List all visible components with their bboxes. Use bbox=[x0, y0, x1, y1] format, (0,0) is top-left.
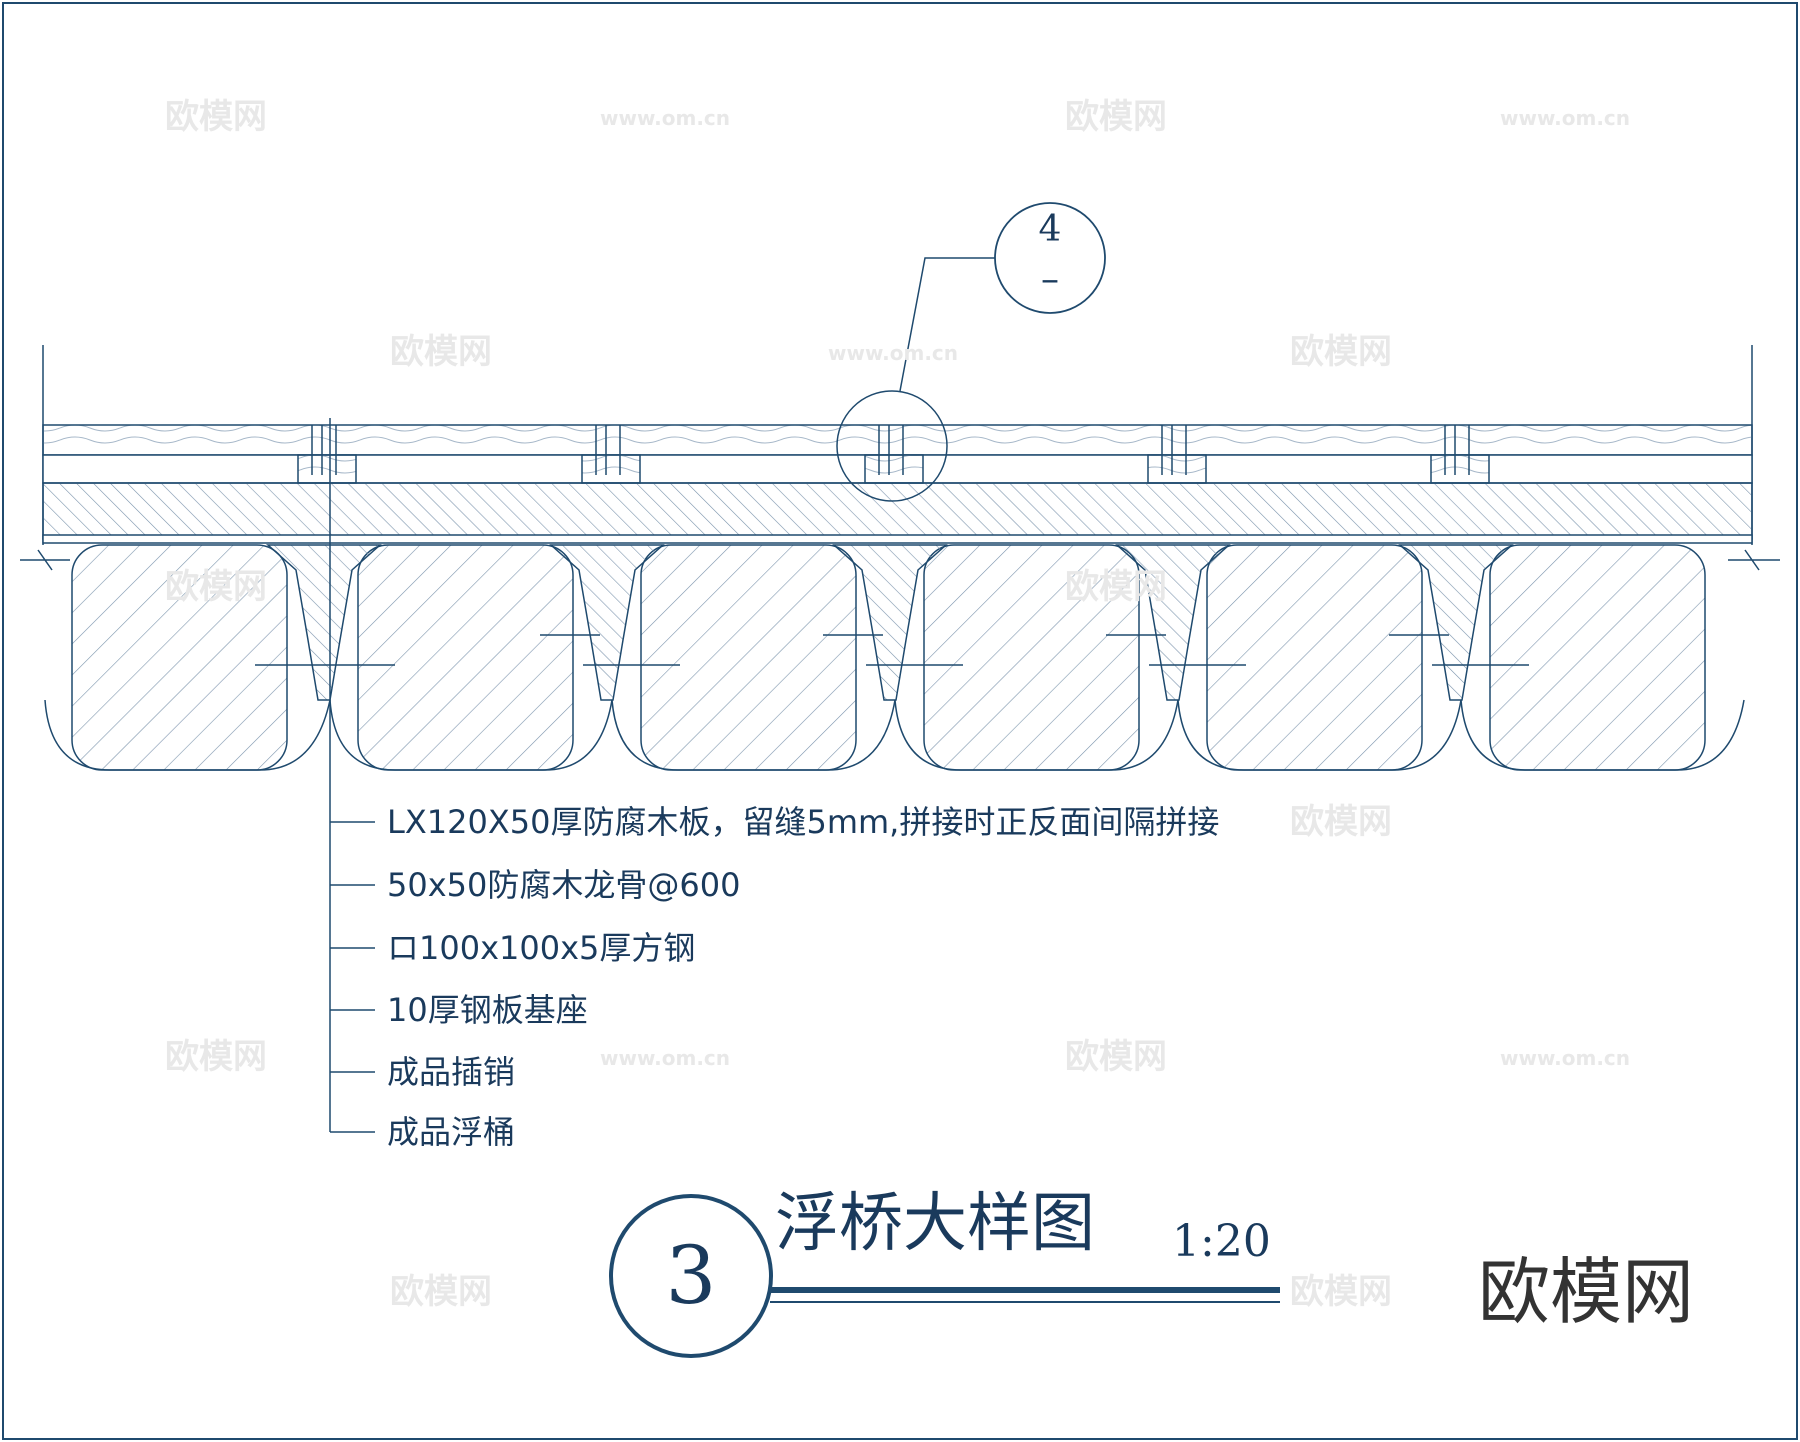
detail-ref-number: 4 bbox=[1038, 209, 1062, 250]
watermark-site: www.om.cn bbox=[828, 341, 959, 365]
fasteners bbox=[311, 425, 1470, 475]
pin-crossbars bbox=[255, 634, 1529, 666]
square-steel-layer bbox=[42, 482, 1753, 540]
watermark-brand: 欧模网 bbox=[1065, 97, 1167, 137]
watermark-site: www.om.cn bbox=[1500, 106, 1631, 130]
joist-blocks bbox=[297, 454, 1490, 484]
pontoons bbox=[44, 544, 1745, 771]
detail-ref-bubble bbox=[994, 202, 1106, 314]
watermark-brand: 欧模网 bbox=[1290, 1272, 1392, 1312]
watermark-site: www.om.cn bbox=[600, 1046, 731, 1070]
detail-leader bbox=[899, 257, 995, 392]
watermark-site: www.om.cn bbox=[600, 106, 731, 130]
title-number: 3 bbox=[665, 1229, 717, 1322]
watermark-brand: 欧模网 bbox=[165, 567, 267, 607]
detail-ref-sheet: – bbox=[1041, 259, 1059, 300]
note-leader-ticks bbox=[330, 821, 375, 1133]
watermark-brand: 欧模网 bbox=[1290, 802, 1392, 842]
note-joist: 50x50防腐木龙骨@600 bbox=[387, 866, 741, 904]
title-text: 浮桥大样图 bbox=[775, 1187, 1095, 1261]
deck-board-layer bbox=[42, 424, 1753, 456]
note-base-plate: 10厚钢板基座 bbox=[387, 991, 588, 1029]
title-number-circle bbox=[609, 1194, 773, 1358]
break-mark-left bbox=[20, 549, 70, 571]
detail-callout-circle bbox=[836, 390, 948, 502]
note-pontoon: 成品浮桶 bbox=[387, 1113, 516, 1151]
note-square-steel: ロ100x100x5厚方钢 bbox=[387, 929, 696, 967]
watermark-brand: 欧模网 bbox=[1290, 332, 1392, 372]
break-mark-right bbox=[1728, 549, 1780, 571]
note-deck-board: LX120X50厚防腐木板，留缝5mm,拼接时正反面间隔拼接 bbox=[387, 803, 1220, 841]
watermark-brand: 欧模网 bbox=[1065, 1037, 1167, 1077]
base-plate-layer bbox=[42, 534, 1753, 544]
watermark-brand: 欧模网 bbox=[165, 1037, 267, 1077]
watermark-brand: 欧模网 bbox=[390, 1272, 492, 1312]
title-scale: 1:20 bbox=[1172, 1216, 1271, 1267]
watermark-brand-large: 欧模网 bbox=[1478, 1250, 1695, 1334]
watermark-brand: 欧模网 bbox=[165, 97, 267, 137]
watermark-site: www.om.cn bbox=[1500, 1046, 1631, 1070]
watermark-brand: 欧模网 bbox=[390, 332, 492, 372]
note-pin: 成品插销 bbox=[387, 1053, 516, 1091]
watermark-brand: 欧模网 bbox=[1065, 567, 1167, 607]
